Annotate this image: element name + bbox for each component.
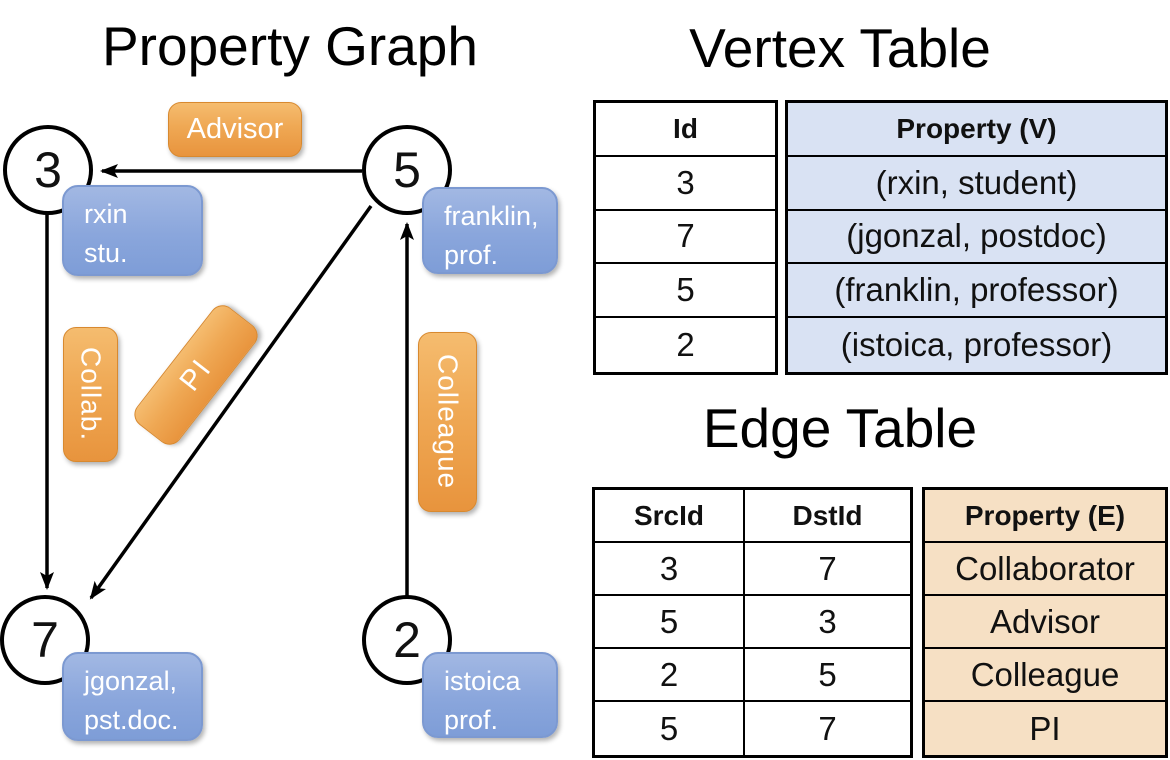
edge-table-header-dstid: DstId bbox=[792, 499, 863, 531]
property-box-rxin-line1: rxin bbox=[84, 199, 128, 229]
vertex-table-id-column: Id 3 7 5 2 bbox=[593, 100, 778, 375]
edge-table-row: 5 7 bbox=[595, 702, 910, 755]
edge-table-header-property: Property (E) bbox=[925, 490, 1165, 543]
edge-table-title: Edge Table bbox=[702, 397, 978, 459]
vertex-node-7-id: 7 bbox=[31, 612, 59, 668]
edge-table-src-cell: 2 bbox=[595, 649, 745, 700]
vertex-table-property-cell: (istoica, professor) bbox=[840, 326, 1113, 364]
property-box-rxin: rxin stu. bbox=[62, 185, 203, 276]
vertex-table-property-cell: (franklin, professor) bbox=[788, 264, 1165, 319]
vertex-node-5-id: 5 bbox=[393, 142, 421, 198]
edge-label-colleague-text: Colleague bbox=[432, 354, 464, 490]
vertex-table-property-cell: (jgonzal, postdoc) bbox=[788, 211, 1165, 265]
property-box-rxin-line2: stu. bbox=[84, 238, 128, 269]
vertex-table-id-cell: 7 bbox=[596, 211, 775, 265]
edge-table-id-columns: SrcId DstId 3 7 5 3 2 5 5 7 bbox=[592, 487, 913, 758]
edge-label-collab: Collab. bbox=[63, 327, 118, 462]
edge-table-src-cell: 5 bbox=[595, 596, 745, 647]
property-box-franklin: franklin, prof. bbox=[422, 187, 558, 274]
vertex-table-property-cell: (rxin, student) bbox=[788, 157, 1165, 211]
edge-table-property-cell: Advisor bbox=[925, 596, 1165, 649]
vertex-table-header-property: Property (V) bbox=[788, 103, 1165, 157]
vertex-node-3-id: 3 bbox=[34, 142, 62, 198]
property-box-franklin-line1: franklin, bbox=[444, 201, 539, 231]
property-box-istoica-line2: prof. bbox=[444, 705, 499, 736]
vertex-table-header-id: Id bbox=[596, 103, 775, 157]
property-box-jgonzal-line1: jgonzal, bbox=[84, 666, 178, 696]
edge-table-row: 5 3 bbox=[595, 596, 910, 649]
property-graph-title: Property Graph bbox=[101, 15, 478, 77]
edge-table-header-row: SrcId DstId bbox=[595, 490, 910, 543]
property-box-jgonzal-line2: pst.doc. bbox=[84, 705, 179, 736]
vertex-table-property-column: Property (V) (rxin, student) (jgonzal, p… bbox=[785, 100, 1168, 375]
edge-table-property-cell: PI bbox=[1029, 709, 1061, 747]
edge-table-dst-cell: 7 bbox=[818, 709, 837, 747]
edge-label-pi-text: PI bbox=[173, 352, 218, 397]
property-box-jgonzal: jgonzal, pst.doc. bbox=[62, 652, 203, 741]
vertex-node-2-id: 2 bbox=[393, 612, 421, 668]
edge-label-advisor: Advisor bbox=[168, 102, 302, 157]
property-box-istoica-line1: istoica bbox=[444, 666, 521, 696]
edge-table-src-cell: 3 bbox=[595, 543, 745, 594]
edge-table-row: 2 5 bbox=[595, 649, 910, 702]
edge-table-property-column: Property (E) Collaborator Advisor Collea… bbox=[922, 487, 1168, 758]
vertex-node-3: 3 bbox=[3, 125, 93, 215]
property-box-franklin-line2: prof. bbox=[444, 240, 499, 271]
vertex-table-id-cell: 2 bbox=[676, 326, 695, 364]
edge-table-property-cell: Collaborator bbox=[925, 543, 1165, 596]
edge-pi-5-to-7 bbox=[89, 204, 373, 600]
edge-label-collab-text: Collab. bbox=[75, 347, 107, 442]
edge-table-src-cell: 5 bbox=[595, 702, 745, 755]
edge-table-dst-cell: 3 bbox=[818, 602, 837, 640]
edge-table-property-cell: Colleague bbox=[925, 649, 1165, 702]
edge-label-colleague: Colleague bbox=[418, 332, 477, 512]
edge-table-dst-cell: 7 bbox=[818, 549, 837, 587]
vertex-table-id-cell: 3 bbox=[596, 157, 775, 211]
property-box-istoica: istoica prof. bbox=[422, 652, 558, 738]
vertex-table-id-cell: 5 bbox=[596, 264, 775, 319]
edge-table-header-srcid: SrcId bbox=[595, 490, 745, 541]
vertex-table-title: Vertex Table bbox=[689, 17, 991, 79]
edge-label-advisor-text: Advisor bbox=[186, 113, 284, 145]
edge-table-row: 3 7 bbox=[595, 543, 910, 596]
edge-table-dst-cell: 5 bbox=[818, 655, 837, 693]
